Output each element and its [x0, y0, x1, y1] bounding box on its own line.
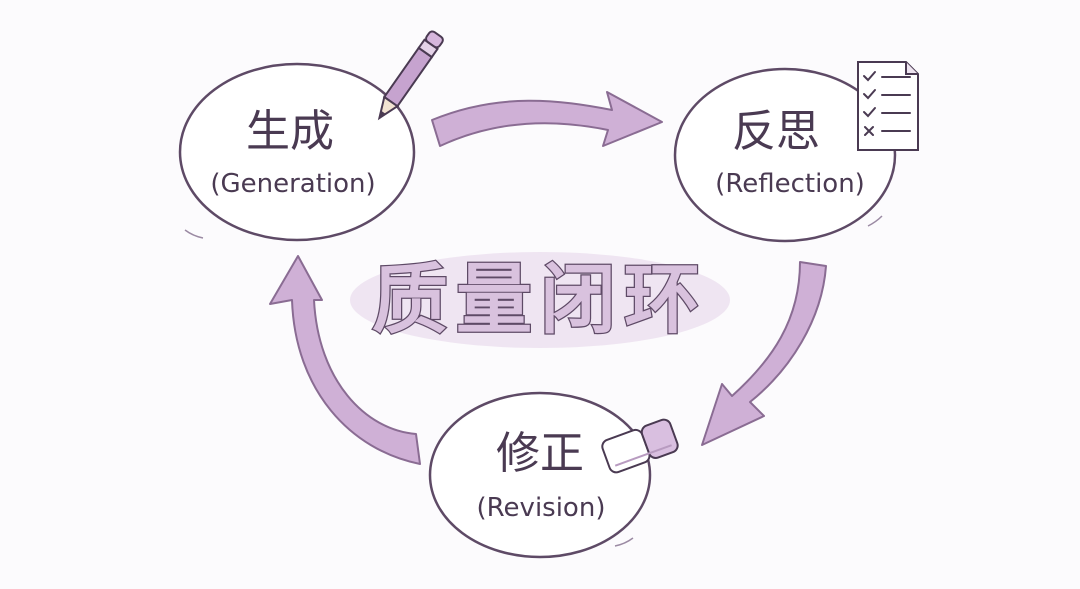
eraser-icon [601, 418, 679, 474]
arrow-reflection-to-revision [701, 261, 827, 446]
node-generation-title: 生成 [246, 106, 334, 157]
center-smudge [350, 252, 730, 348]
node-generation-oval [178, 62, 416, 242]
arrow-generation-to-reflection [431, 91, 663, 147]
node-revision-title: 修正 [496, 428, 584, 479]
node-reflection-oval [673, 67, 897, 243]
checklist-icon [857, 61, 919, 151]
node-revision: 修正 (Revision) [428, 391, 679, 559]
node-revision-subtitle: (Revision) [477, 493, 606, 523]
node-reflection: 反思 (Reflection) [673, 61, 919, 243]
pencil-icon [377, 30, 444, 121]
node-generation: 生成 (Generation) [178, 30, 444, 242]
arrow-revision-to-generation [269, 255, 421, 465]
node-revision-oval [428, 391, 652, 559]
node-generation-subtitle: (Generation) [210, 169, 375, 199]
node-reflection-subtitle: (Reflection) [715, 169, 865, 199]
node-reflection-title: 反思 [732, 106, 820, 157]
center-title: 质量闭环 [372, 255, 708, 344]
